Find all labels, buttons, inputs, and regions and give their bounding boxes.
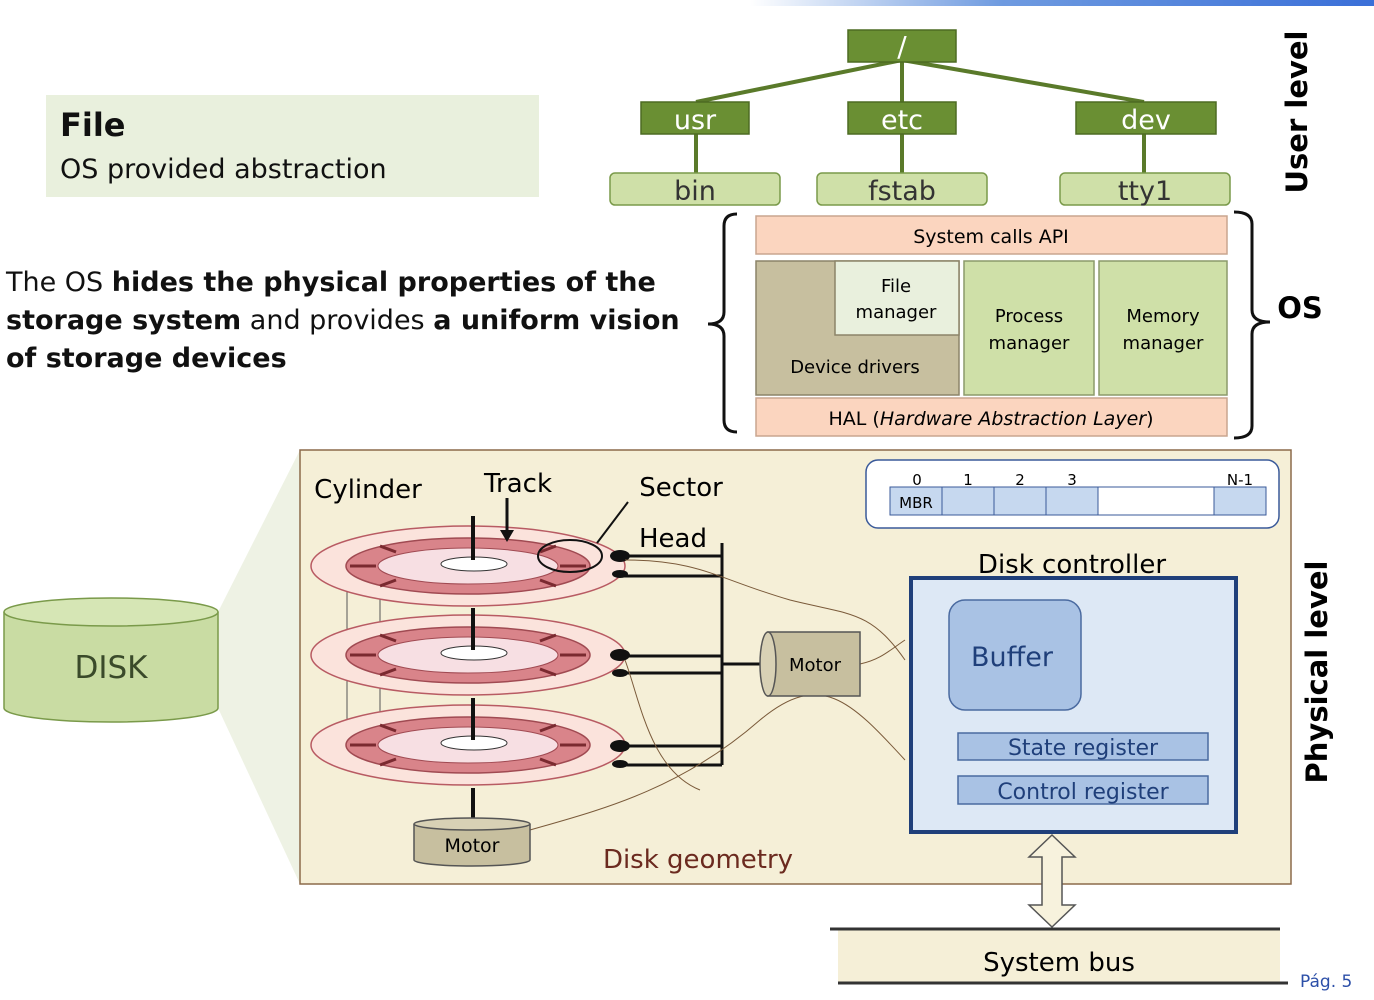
sector-highlight [537,539,603,573]
physical-level-label: Physical level [1300,561,1334,784]
memory-manager-label-1: Memory [1126,306,1200,327]
right-brace [1233,210,1271,440]
tree-file-bin-label: bin [674,176,716,207]
sector-index-1: 1 [963,471,973,489]
device-drivers-label: Device drivers [790,357,920,378]
arm-motor: Motor [759,631,861,697]
file-callout-box [46,95,539,197]
tree-dir-etc [847,101,957,135]
title-accent-bar [750,0,1374,6]
para-bold-2: a uniform vision of storage devices [6,305,680,374]
platter-2 [310,614,626,696]
description-paragraph: The OS hides the physical properties of … [6,264,706,378]
file-manager-label-1: File [881,276,911,297]
cylinder-label: Cylinder [314,475,422,505]
process-manager-box [963,260,1095,396]
arm-motor-label: Motor [789,655,842,676]
disk-controller-label: Disk controller [978,550,1166,580]
sector-index-2: 2 [1015,471,1025,489]
process-manager-label-1: Process [995,306,1063,327]
state-register-box [957,732,1209,761]
memory-manager-label-2: manager [1123,333,1205,354]
head-arm-assembly [610,543,762,768]
syscalls-layer [755,215,1228,255]
tree-dir-etc-label: etc [881,105,923,136]
tree-dir-dev [1075,101,1217,135]
buffer-box [948,599,1082,711]
state-register-label: State register [1008,736,1159,761]
process-manager-label-2: manager [989,333,1071,354]
os-level-label: OS [1277,291,1323,325]
tree-file-fstab [816,172,988,206]
spindle-motor: Motor [413,817,531,867]
left-brace [707,212,738,434]
disk-label: DISK [74,650,148,686]
file-title: File [60,106,126,144]
head-label: Head [639,524,707,554]
track-label: Track [483,469,552,499]
hal-italic: Hardware Abstraction Layer [880,408,1147,430]
disk-controller: Disk controller Buffer State register Co… [909,550,1238,834]
hal-label: HAL (Hardware Abstraction Layer) [829,408,1154,430]
file-manager-box [834,260,960,336]
tree-file-tty1-label: tty1 [1118,176,1172,207]
file-subtitle: OS provided abstraction [60,154,387,185]
sector-ticks [350,544,586,767]
file-tree: / usr etc dev bin fstab tty1 [609,29,1231,207]
mbr-label: MBR [899,494,933,512]
sector-pointer [596,501,629,544]
sector-label: Sector [639,473,723,503]
page-number: Pág. 5 [1300,972,1353,992]
tree-root-node [847,29,957,63]
hal-suffix: ) [1146,408,1153,430]
spindle-motor-label: Motor [445,835,500,857]
hal-prefix: HAL ( [829,408,880,430]
para-text-2: and provides [241,305,434,336]
tree-dir-dev-label: dev [1121,105,1171,136]
tree-file-fstab-label: fstab [868,176,936,207]
tree-root-label: / [897,30,907,63]
tree-file-bin [609,172,781,206]
para-text-1: The OS [6,267,112,298]
tree-file-tty1 [1059,172,1231,206]
buffer-label: Buffer [971,642,1054,673]
disk-geometry-label: Disk geometry [603,845,793,875]
file-manager-label-2: manager [856,302,938,323]
system-bus: System bus [830,927,1288,985]
control-register-label: Control register [997,780,1169,805]
para-bold-1: hides the physical properties of the sto… [6,267,656,336]
user-level-label: User level [1280,31,1314,194]
zoom-connector [218,450,300,884]
sector-index-0: 0 [912,471,922,489]
disk-cylinder: DISK [3,597,219,723]
bus-arrow [1027,833,1077,929]
memory-manager-box [1098,260,1228,396]
os-block: System calls API File manager Device dri… [707,210,1271,440]
system-bus-label: System bus [983,948,1135,978]
sector-index-n1: N-1 [1227,471,1253,489]
sector-map: 0 1 2 3 N-1 MBR [865,459,1280,529]
control-register-box [957,775,1209,805]
control-cables [529,559,906,831]
tree-dir-usr [640,101,750,135]
hal-layer [755,397,1228,437]
syscalls-label: System calls API [913,226,1069,248]
tree-dir-usr-label: usr [674,105,717,136]
sector-index-3: 3 [1067,471,1077,489]
